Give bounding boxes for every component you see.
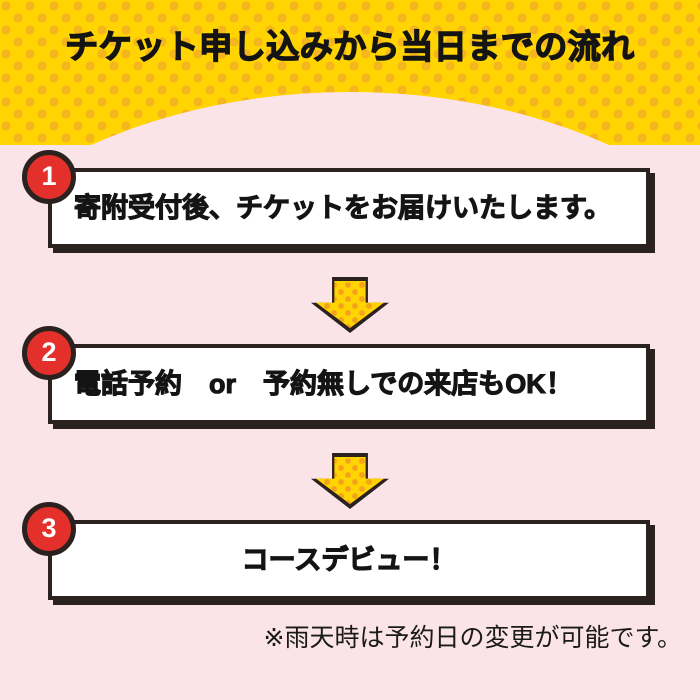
step-2: 2 電話予約 or 予約無しでの来店もOK！ — [0, 326, 700, 430]
step-box-3: コースデビュー！ — [48, 520, 650, 600]
step-text-3: コースデビュー！ — [241, 544, 457, 575]
step-badge-number-2: 2 — [41, 337, 57, 367]
header-banner: チケット申し込みから当日までの流れ — [0, 0, 700, 145]
header-curve-divider — [0, 92, 700, 145]
arrow-down-icon-1 — [311, 277, 389, 333]
step-text-1: 寄附受付後、チケットをお届けいたします。 — [73, 192, 612, 223]
step-1: 1 寄附受付後、チケットをお届けいたします。 — [0, 150, 700, 254]
step-box-1: 寄附受付後、チケットをお届けいたします。 — [48, 168, 650, 248]
step-box-2: 電話予約 or 予約無しでの来店もOK！ — [48, 344, 650, 424]
arrow-fill-2 — [316, 457, 384, 504]
step-text-2: 電話予約 or 予約無しでの来店もOK！ — [73, 368, 573, 399]
step-badge-2: 2 — [22, 326, 76, 380]
footnote-text: ※雨天時は予約日の変更が可能です。 — [263, 624, 682, 652]
step-badge-number-1: 1 — [41, 161, 57, 191]
arrow-down-icon-2 — [311, 453, 389, 509]
step-badge-1: 1 — [22, 150, 76, 204]
step-badge-number-3: 3 — [41, 513, 57, 543]
step-badge-3: 3 — [22, 502, 76, 556]
step-3: 3 コースデビュー！ — [0, 502, 700, 606]
page-title: チケット申し込みから当日までの流れ — [65, 27, 635, 65]
arrow-fill-1 — [316, 281, 384, 328]
